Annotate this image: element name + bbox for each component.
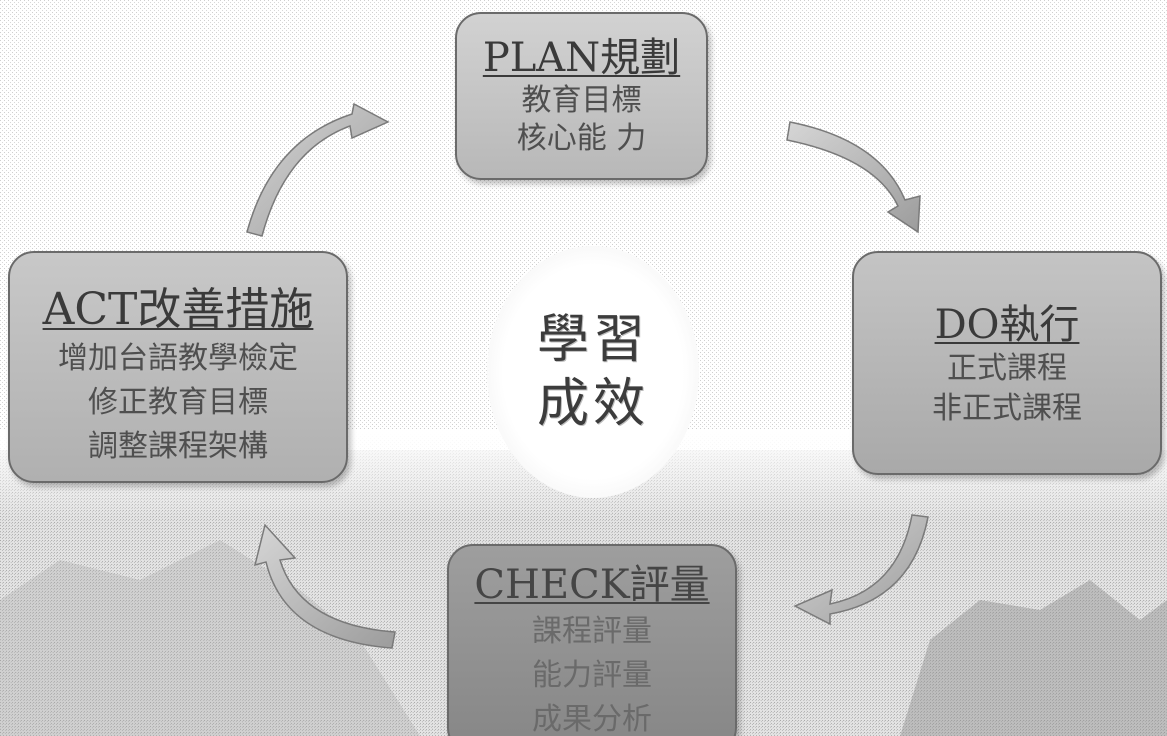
center-line-1: 學習 (536, 310, 649, 370)
do-box: DO執行 正式課程 非正式課程 (852, 251, 1162, 475)
act-line-2: 修正教育目標 (88, 385, 268, 420)
center-line-2: 成效 (536, 374, 649, 434)
center-learning-outcome: 學習 成效 (487, 246, 699, 498)
check-line-3: 成果分析 (532, 702, 652, 736)
plan-title: PLAN規劃 (482, 35, 681, 81)
plan-line-2: 核心能 力 (516, 121, 647, 156)
plan-line-1: 教育目標 (521, 83, 642, 118)
check-box: CHECK評量 課程評量 能力評量 成果分析 (447, 544, 737, 736)
act-line-3: 調整課程架構 (88, 429, 268, 464)
arrow-check-to-act (253, 523, 396, 649)
plan-box: PLAN規劃 教育目標 核心能 力 (455, 12, 708, 180)
do-line-1: 正式課程 (947, 351, 1067, 386)
do-line-2: 非正式課程 (932, 391, 1082, 426)
do-title: DO執行 (934, 302, 1080, 348)
check-title: CHECK評量 (474, 562, 710, 608)
act-line-1: 增加台語教學檢定 (58, 341, 298, 376)
arrow-plan-to-do (786, 121, 921, 234)
act-title: ACT改善措施 (42, 284, 314, 335)
check-line-2: 能力評量 (532, 658, 652, 693)
arrow-do-to-check (793, 514, 929, 626)
arrow-act-to-plan (246, 102, 390, 237)
act-box: ACT改善措施 增加台語教學檢定 修正教育目標 調整課程架構 (8, 251, 348, 483)
check-line-1: 課程評量 (532, 614, 652, 649)
